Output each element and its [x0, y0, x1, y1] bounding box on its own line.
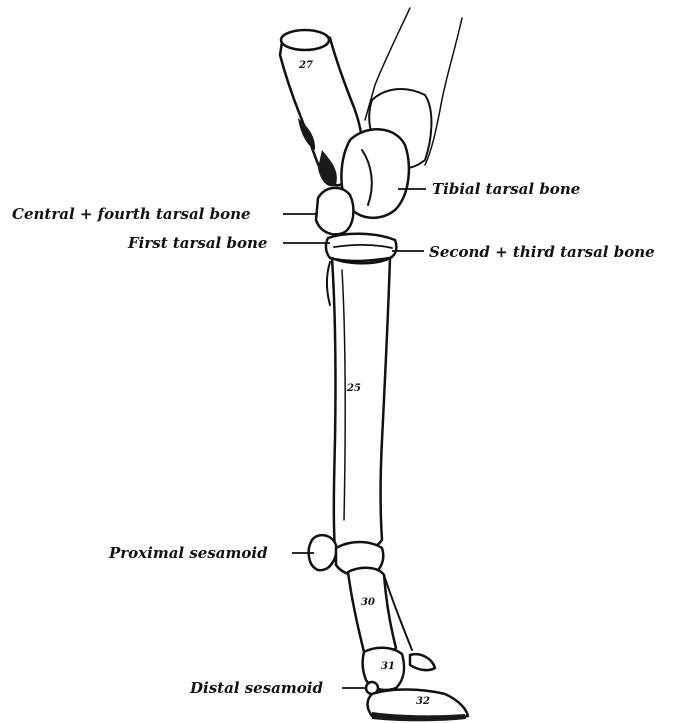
dewclaw [410, 654, 435, 670]
bone-number-pastern: 30 [361, 597, 375, 608]
bone-number-metatarsal: 25 [347, 383, 361, 394]
calcaneus-top [281, 30, 329, 50]
label-tibial-tarsal-bone: Tibial tarsal bone [432, 180, 580, 198]
bone-number-middle-phalanx: 31 [381, 661, 395, 672]
metatarsal [332, 258, 390, 556]
label-distal-sesamoid: Distal sesamoid [190, 679, 323, 697]
label-second-third-tarsal-bone: Second + third tarsal bone [429, 243, 655, 261]
bone-number-hoof: 32 [416, 696, 430, 707]
pastern-bone [348, 568, 396, 656]
splint [327, 262, 330, 305]
label-first-tarsal-bone: First tarsal bone [128, 234, 267, 252]
label-proximal-sesamoid: Proximal sesamoid [109, 544, 268, 562]
bone-number-calcaneus: 27 [299, 60, 313, 71]
label-central-fourth-tarsal-bone: Central + fourth tarsal bone [12, 205, 251, 223]
central-fourth-tarsal [316, 188, 353, 235]
